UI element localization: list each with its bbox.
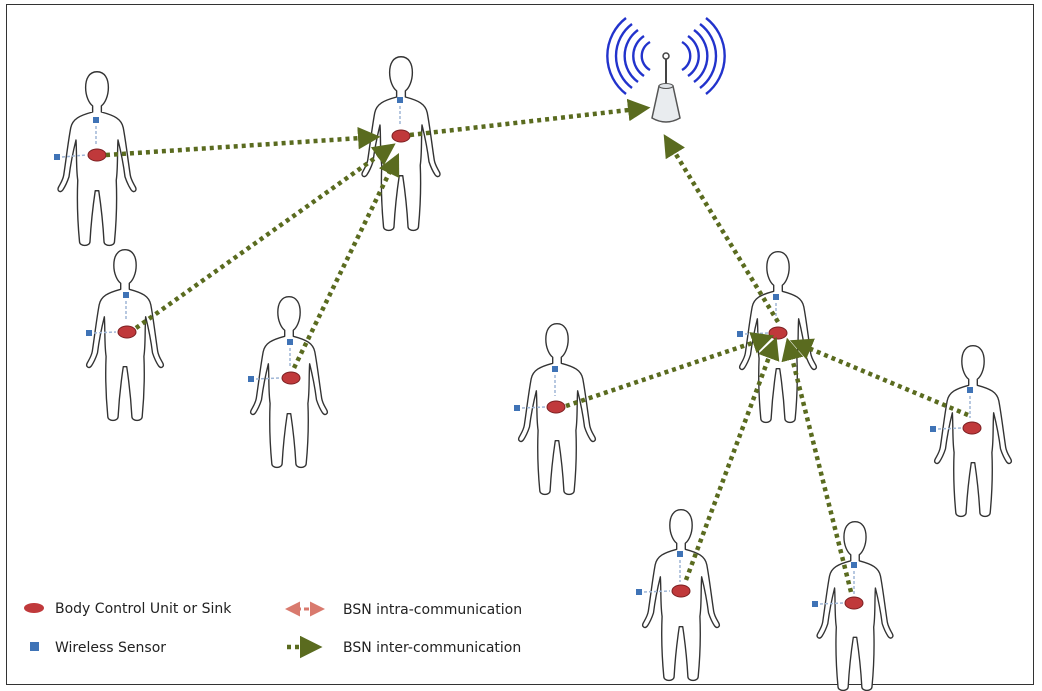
legend-sink: Body Control Unit or Sink (24, 601, 232, 617)
link-p1-p2 (105, 126, 381, 158)
wireless-sensor-icon (123, 292, 129, 298)
wireless-sensor-icon (248, 376, 254, 382)
antenna-waves-icon (606, 17, 726, 95)
wireless-sensor-icon (737, 331, 743, 337)
wireless-sensor-icon (93, 117, 99, 123)
person-9 (812, 520, 894, 691)
wireless-sensor-icon (773, 294, 779, 300)
legend-inter-label: BSN inter-communication (343, 640, 521, 656)
wireless-sensor-icon (677, 551, 683, 557)
legend-sensor-label: Wireless Sensor (55, 640, 166, 656)
inter-communication-links (105, 98, 969, 593)
access-point-icon (606, 17, 726, 123)
person-outline-icon (361, 55, 441, 232)
person-3 (85, 248, 165, 422)
link-p9-p5 (781, 337, 854, 593)
person-8 (636, 508, 721, 682)
person-5 (737, 250, 818, 424)
sink-icon (844, 596, 864, 610)
link-p7-p5 (789, 338, 969, 418)
wireless-sensor-icon (287, 339, 293, 345)
person-1 (54, 70, 137, 247)
person-7 (930, 344, 1013, 518)
legend-sensor: Wireless Sensor (30, 640, 166, 656)
sink-icon (546, 400, 566, 414)
legend: Body Control Unit or Sink Wireless Senso… (24, 601, 522, 659)
wireless-sensor-icon (54, 154, 60, 160)
wireless-sensor-icon (30, 642, 39, 651)
wireless-sensor-icon (86, 330, 92, 336)
legend-intra: BSN intra-communication (285, 601, 522, 618)
wireless-sensor-icon (552, 366, 558, 372)
link-p8-p5 (683, 336, 780, 581)
sink-icon (671, 584, 691, 598)
wireless-sensor-icon (851, 562, 857, 568)
sink-icon (768, 326, 788, 340)
sink-icon (24, 603, 44, 613)
link-p2-ap (409, 98, 651, 138)
person-6 (514, 322, 597, 496)
person-2 (361, 55, 441, 232)
link-p6-p5 (565, 332, 775, 409)
link-p3-p2 (134, 143, 396, 330)
sink-icon (281, 371, 301, 385)
wireless-sensor-icon (636, 589, 642, 595)
wireless-sensor-icon (812, 601, 818, 607)
wireless-sensor-icon (397, 97, 403, 103)
sink-icon (117, 325, 137, 339)
wireless-sensor-icon (514, 405, 520, 411)
link-p5-ap (663, 134, 780, 324)
sink-icon (391, 129, 411, 143)
wireless-sensor-icon (930, 426, 936, 432)
legend-sink-label: Body Control Unit or Sink (55, 601, 232, 617)
wireless-sensor-icon (967, 387, 973, 393)
legend-inter: BSN inter-communication (287, 635, 521, 659)
sink-icon (87, 148, 107, 162)
person-4 (248, 295, 329, 469)
legend-intra-label: BSN intra-communication (343, 602, 522, 618)
link-p4-p2 (291, 152, 400, 369)
sink-icon (962, 421, 982, 435)
